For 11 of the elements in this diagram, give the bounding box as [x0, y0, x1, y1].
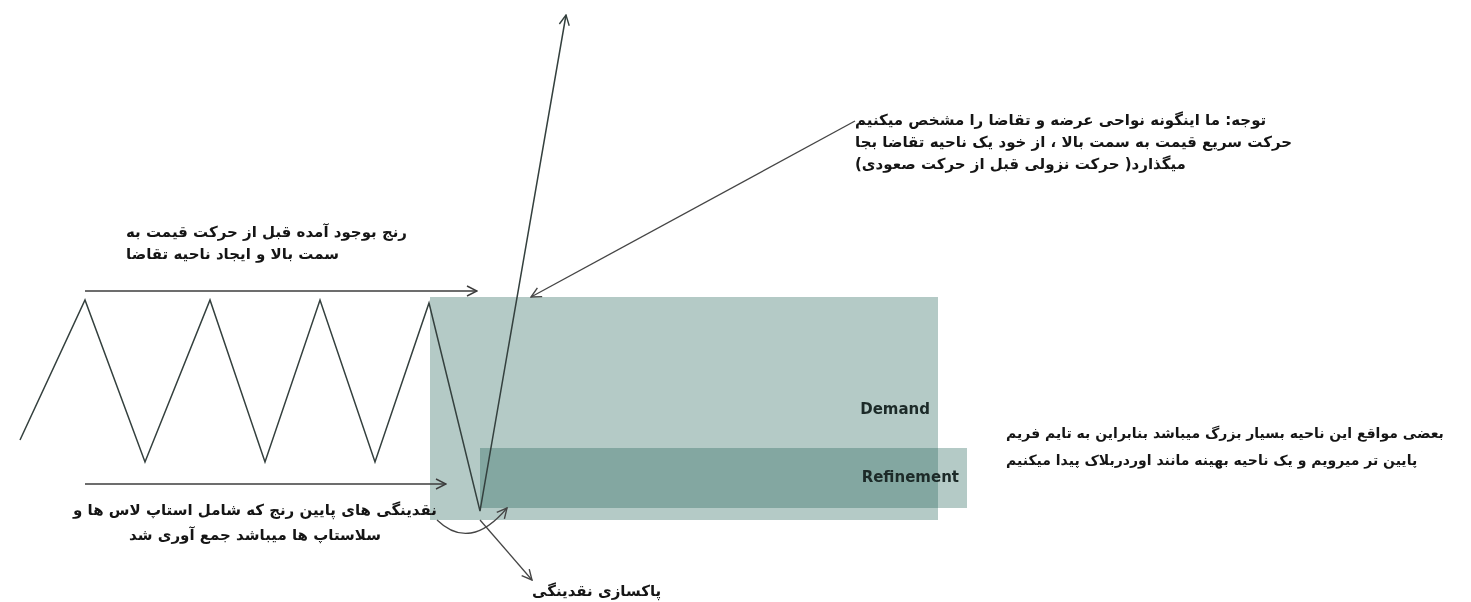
zone-label: Demand — [860, 399, 930, 419]
annotation-text: بعضی مواقع این ناحیه بسیار بزرگ میباشد بنابراین به تایم فریم پایین تر میرویم و یک ناحیه بهینه مانند اوردربلاک پیدا میکنیم — [1006, 424, 1445, 471]
annotation-text: پاکسازی نقدینگی — [532, 580, 672, 602]
annotation-text: نقدینگی های پایین رنج که شامل استاپ لاس ها و سلاستاپ ها میباشد جمع آوری شد — [71, 500, 438, 546]
note-text: توجه: ما اینگونه نواحی عرضه و تقاضا را مشخص میکنیم حرکت سریع قیمت به سمت بالا ، از خود یک ناحیه تقاضا بجا میگذارد( حرکت نزولی قبل از حرکت صعودی) — [855, 109, 1310, 175]
refinement-zone — [480, 448, 967, 508]
leader-arrow — [479, 519, 533, 581]
leader-arrow — [530, 120, 856, 298]
zone-label: Refinement — [861, 467, 959, 487]
annotation-text: رنج بوجود آمده قبل از حرکت قیمت به سمت بالا و ایجاد ناحیه تقاضا — [126, 222, 408, 265]
curved-arrow — [436, 507, 508, 535]
